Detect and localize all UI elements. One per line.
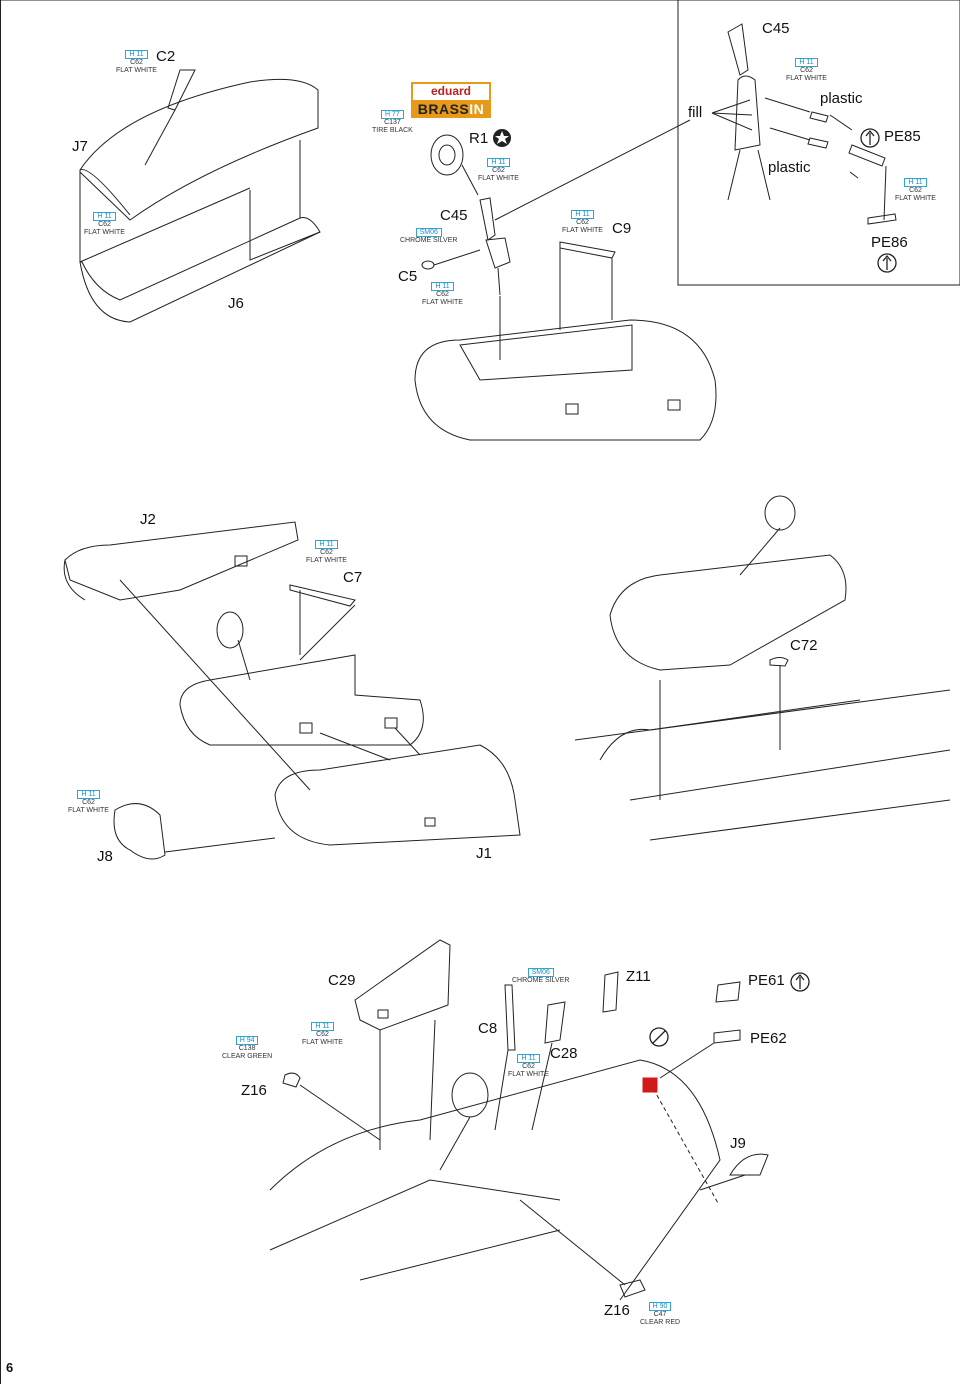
label-c72: C72: [790, 637, 818, 654]
red-part-marker: [642, 1077, 658, 1093]
part-z16a-drawing: [282, 1072, 301, 1088]
part-pe62-drawing: [713, 1029, 741, 1044]
bend-arrow-icon: [790, 972, 810, 992]
bend-arrow-icon: [877, 253, 897, 273]
no-use-icon: [649, 1027, 669, 1047]
label-c7: C7: [343, 569, 363, 586]
part-c29-drawing: [354, 939, 451, 1031]
logo-brass-text: BRASS: [417, 101, 470, 117]
label-pe85: PE85: [884, 128, 921, 145]
part-c8-drawing: [504, 984, 516, 1051]
nose-section-1-drawing: [414, 319, 717, 441]
label-c2: C2: [156, 48, 176, 65]
part-c28-drawing: [544, 1001, 566, 1044]
logo-bottom: BRASSIN: [411, 100, 491, 118]
part-j2-drawing: [63, 521, 299, 601]
part-z16b-drawing: [619, 1279, 646, 1298]
part-j9-drawing: [729, 1153, 769, 1176]
label-c5: C5: [398, 268, 418, 285]
label-j2: J2: [140, 511, 156, 528]
logo-in-text: IN: [469, 101, 485, 117]
fuselage-section-3-drawing: [269, 1059, 721, 1301]
part-c9-drawing: [559, 241, 616, 259]
label-j7: J7: [72, 138, 88, 155]
part-j7-drawing: [79, 78, 319, 221]
part-j6-drawing: [79, 187, 321, 323]
part-c5-drawing: [421, 260, 435, 270]
part-r1-wheel-drawing: [430, 134, 464, 176]
brassin-logo: eduard BRASSIN: [411, 82, 491, 118]
label-c29: C29: [328, 972, 356, 989]
label-z16-lower: Z16: [604, 1302, 630, 1319]
label-c8: C8: [478, 1020, 498, 1037]
label-pe61: PE61: [748, 972, 785, 989]
nose-section-2-drawing: [179, 611, 424, 746]
label-z11: Z11: [626, 968, 651, 985]
part-j1-drawing: [274, 744, 521, 846]
label-j9: J9: [730, 1135, 746, 1152]
label-j1: J1: [476, 845, 492, 862]
label-inset-c45: C45: [762, 20, 790, 37]
part-z11-drawing: [602, 971, 619, 1013]
part-c72-drawing: [769, 657, 789, 667]
part-c45-strut-drawing: [479, 197, 511, 296]
wheel-star-icon: [493, 129, 511, 147]
label-c28: C28: [550, 1045, 578, 1062]
page-number: 6: [6, 1360, 14, 1375]
part-pe61-drawing: [715, 981, 741, 1003]
label-c45: C45: [440, 207, 468, 224]
label-pe62: PE62: [750, 1030, 787, 1047]
label-r1: R1: [469, 130, 489, 147]
label-plastic-lower: plastic: [768, 159, 811, 176]
label-z16-upper: Z16: [241, 1082, 267, 1099]
inset-box: [677, 0, 960, 286]
bend-arrow-icon: [860, 128, 880, 148]
logo-top-text: eduard: [411, 82, 491, 100]
label-j8: J8: [97, 848, 113, 865]
part-c7-drawing: [289, 584, 356, 607]
label-plastic-upper: plastic: [820, 90, 863, 107]
inset-drawing: [727, 23, 897, 225]
label-fill: fill: [688, 104, 703, 121]
part-c2-drawing: [167, 69, 196, 111]
fuselage-section-2-drawing: [574, 495, 951, 841]
label-c9: C9: [612, 220, 632, 237]
label-pe86: PE86: [871, 234, 908, 251]
part-j8-drawing: [113, 803, 166, 860]
label-j6: J6: [228, 295, 244, 312]
